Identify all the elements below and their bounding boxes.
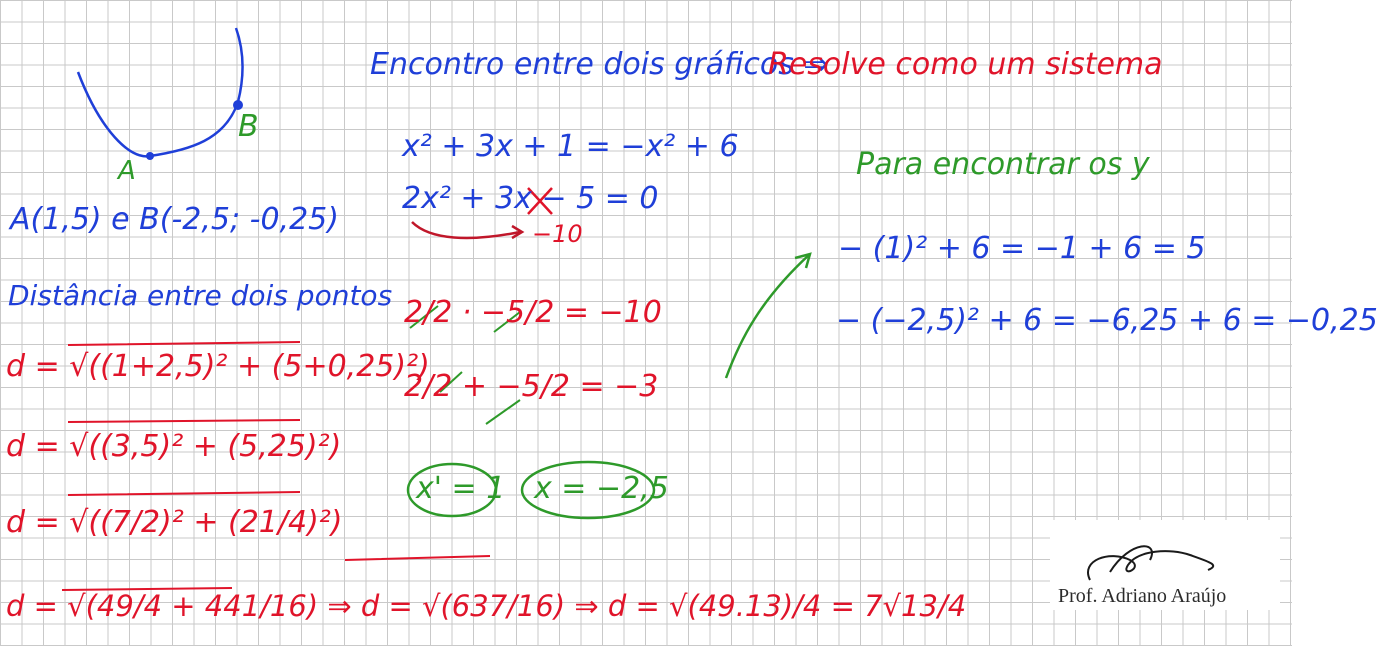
product-line: 2/2 · −5/2 = −10	[404, 295, 662, 330]
distance-step-2: d = √((3,5)² + (5,25)²)	[6, 429, 342, 464]
point-b-dot	[233, 100, 243, 110]
signature-text: Prof. Adriano Araújo	[1058, 585, 1227, 607]
distance-step-3: d = √((7/2)² + (21/4)²)	[6, 505, 343, 540]
sum-line: 2/2 + −5/2 = −3	[404, 369, 659, 404]
y-line-1: − (1)² + 6 = −1 + 6 = 5	[838, 231, 1206, 266]
distance-step-1: d = √((1+2,5)² + (5+0,25)²)	[6, 349, 430, 384]
sketch-layer	[61, 27, 812, 591]
root-2-loop	[520, 460, 656, 520]
title-red: Resolve como um sistema	[768, 47, 1163, 82]
y-title: Para encontrar os y	[856, 147, 1150, 182]
point-a-dot	[146, 152, 154, 160]
points-line: A(1,5) e B(-2,5; -0,25)	[10, 202, 339, 237]
product-arrow	[411, 221, 521, 240]
green-arrow	[724, 253, 811, 379]
signature-area	[1050, 520, 1280, 610]
point-a-label: A	[118, 156, 136, 186]
equation-1: x² + 3x + 1 = −x² + 6	[402, 129, 739, 164]
root-2: x = −2,5	[534, 471, 669, 506]
y-line-2: − (−2,5)² + 6 = −6,25 + 6 = −0,25	[836, 303, 1378, 338]
parabola-curve	[76, 27, 244, 158]
title-blue: Encontro entre dois gráficos ⇒	[370, 47, 829, 82]
product-note: −10	[532, 220, 583, 248]
signature-scribble	[1087, 545, 1215, 581]
distance-step-4: d = √(49/4 + 441/16) ⇒ d = √(637/16) ⇒ d…	[6, 589, 967, 623]
point-b-label: B	[238, 109, 259, 144]
distance-title: Distância entre dois pontos	[8, 279, 393, 312]
equation-2: 2x² + 3x − 5 = 0	[402, 181, 659, 216]
root-1: x' = 1	[416, 471, 506, 506]
root-1-loop	[406, 462, 498, 518]
